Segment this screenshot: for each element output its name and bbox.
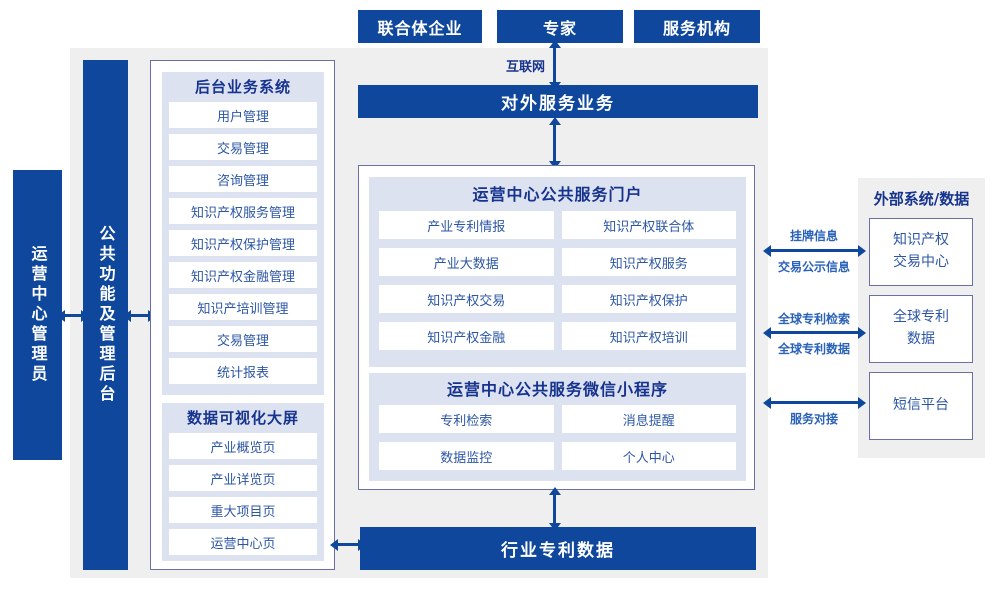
list-item: 用户管理	[169, 102, 317, 128]
grid-item: 知识产权联合体	[561, 211, 736, 239]
list-item: 交易管理	[169, 134, 317, 160]
arrow-internet-vertical	[548, 40, 561, 90]
list-item: 交易管理	[169, 326, 317, 352]
portal-grid: 产业专利情报 知识产权联合体 产业大数据 知识产权服务 知识产权交易 知识产权保…	[369, 209, 746, 360]
backend-system-title: 后台业务系统	[194, 77, 291, 96]
list-item: 知识产权金融管理	[169, 262, 317, 288]
arrow-sms-service	[763, 396, 866, 409]
list-item: 运营中心页	[169, 529, 317, 555]
list-item: 知识产培训管理	[169, 294, 317, 320]
actor-service-organization: 服务机构	[634, 10, 760, 43]
grid-item: 知识产权保护	[561, 285, 736, 313]
arrow-service-to-portal	[548, 117, 561, 169]
dashboard-list: 产业概览页 产业详览页 重大项目页 运营中心页	[162, 431, 324, 562]
grid-item: 消息提醒	[561, 405, 736, 433]
link-label-listing-info: 挂牌信息	[789, 229, 838, 243]
grid-item: 专利检索	[379, 405, 554, 433]
grid-item: 数据监控	[379, 442, 554, 470]
link-label-global-patent-data: 全球专利数据	[777, 342, 850, 356]
operations-admin-bar: 运营中心管理员	[13, 170, 62, 460]
public-functions-backend-bar: 公共功能及管理后台	[83, 60, 128, 570]
list-item: 重大项目页	[169, 497, 317, 523]
backend-system-container: 后台业务系统 用户管理 交易管理 咨询管理 知识产权服务管理 知识产权保护管理 …	[150, 60, 335, 570]
external-service-bar: 对外服务业务	[358, 85, 758, 118]
list-item: 知识产权服务管理	[169, 198, 317, 224]
grid-item: 知识产权金融	[379, 322, 554, 350]
portal-title: 运营中心公共服务门户	[472, 185, 643, 204]
actor-consortium-enterprise: 联合体企业	[358, 10, 482, 43]
external-system-sms-platform: 短信平台	[869, 372, 973, 440]
miniprogram-section: 运营中心公共服务微信小程序 专利检索 消息提醒 数据监控 个人中心	[369, 373, 746, 481]
link-label-service-connect: 服务对接	[789, 412, 838, 426]
dashboard-title: 数据可视化大屏	[186, 408, 299, 427]
arrow-dashboard-to-industry	[330, 538, 366, 551]
list-item: 咨询管理	[169, 166, 317, 192]
list-item: 产业概览页	[169, 433, 317, 459]
arrow-admin-to-backend	[57, 309, 89, 322]
grid-item: 知识产权交易	[379, 285, 554, 313]
grid-item: 产业专利情报	[379, 211, 554, 239]
grid-item: 个人中心	[561, 442, 736, 470]
actor-expert: 专家	[497, 10, 623, 43]
grid-item: 产业大数据	[379, 248, 554, 276]
portal-container: 运营中心公共服务门户 产业专利情报 知识产权联合体 产业大数据 知识产权服务 知…	[358, 165, 755, 490]
external-systems-title: 外部系统/数据	[873, 189, 970, 208]
link-label-trade-publicity: 交易公示信息	[777, 260, 850, 274]
miniprogram-grid: 专利检索 消息提醒 数据监控 个人中心	[369, 403, 746, 480]
external-systems-panel: 外部系统/数据 知识产权交易中心 全球专利数据 短信平台	[858, 178, 985, 458]
internet-label: 互联网	[505, 60, 545, 75]
arrow-backend-to-system	[123, 309, 156, 322]
miniprogram-title: 运营中心公共服务微信小程序	[446, 380, 668, 399]
link-label-global-patent-search: 全球专利检索	[777, 312, 850, 326]
backend-system-section: 后台业务系统 用户管理 交易管理 咨询管理 知识产权服务管理 知识产权保护管理 …	[162, 72, 324, 395]
list-item: 知识产权保护管理	[169, 230, 317, 256]
external-system-global-patent-data: 全球专利数据	[869, 295, 973, 363]
external-system-ip-trade-center: 知识产权交易中心	[869, 218, 973, 286]
list-item: 统计报表	[169, 358, 317, 384]
industry-patent-data-bar: 行业专利数据	[360, 527, 756, 570]
grid-item: 知识产权服务	[561, 248, 736, 276]
arrow-ip-trade-center	[763, 244, 866, 257]
arrow-global-patent	[763, 326, 866, 339]
portal-section: 运营中心公共服务门户 产业专利情报 知识产权联合体 产业大数据 知识产权服务 知…	[369, 177, 746, 367]
list-item: 产业详览页	[169, 465, 317, 491]
grid-item: 知识产权培训	[561, 322, 736, 350]
arrow-portal-to-industry	[548, 487, 561, 531]
backend-system-list: 用户管理 交易管理 咨询管理 知识产权服务管理 知识产权保护管理 知识产权金融管…	[162, 100, 324, 391]
dashboard-section: 数据可视化大屏 产业概览页 产业详览页 重大项目页 运营中心页	[162, 403, 324, 561]
